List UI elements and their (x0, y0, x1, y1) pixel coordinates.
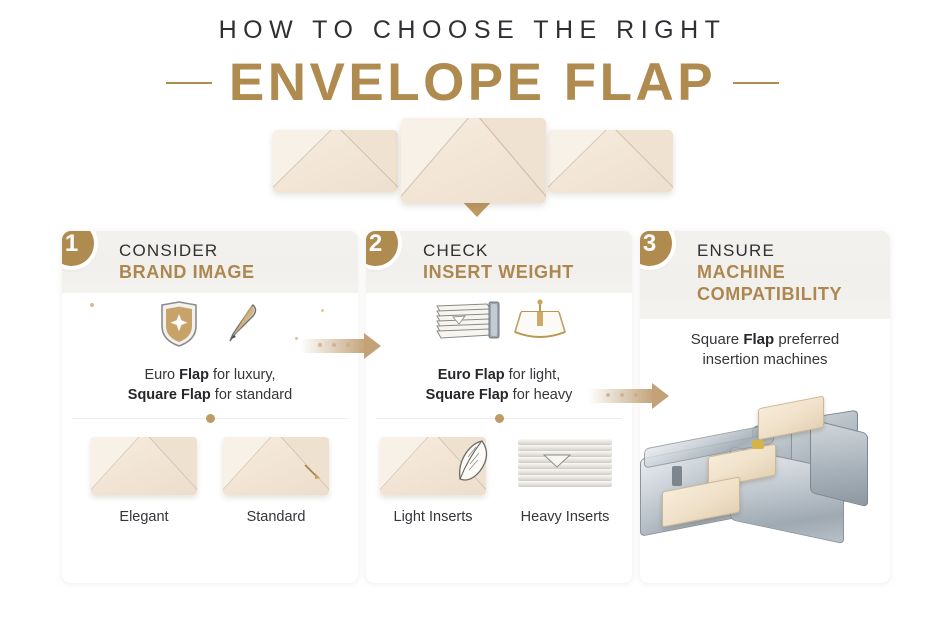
step-3-badge: 3 (640, 231, 672, 266)
step-2-header: 2 CHECK INSERT WEIGHT (366, 231, 632, 293)
scale-icon (514, 299, 566, 338)
step-3-stmt-l1a: Square (690, 331, 744, 348)
step-2-title-line2: INSERT WEIGHT (423, 262, 574, 282)
title-main-row: ENVELOPE FLAP (0, 56, 945, 109)
step-1-stmt-l2a: Square Flap (127, 386, 211, 403)
envelope-icon-center (401, 118, 546, 203)
step-2-stmt-l1b: Euro Flap (437, 367, 505, 383)
flap-mark-icon (542, 454, 572, 468)
step-3-stmt-l1b: Flap (743, 331, 775, 348)
arrow-step2-to-step3-icon (588, 383, 670, 409)
envelope-icon-left (273, 130, 398, 192)
example-standard-label: Standard (246, 509, 306, 525)
example-light-inserts[interactable]: Light Inserts (380, 437, 488, 526)
feather-icon (458, 440, 488, 481)
example-heavy-inserts[interactable]: Heavy Inserts (512, 437, 618, 526)
paper-stack-icon (436, 301, 500, 339)
example-light-inserts-label: Light Inserts (393, 509, 473, 525)
envelope-icon-sealed (223, 437, 329, 495)
step-1-stmt-l1c: for luxury, (208, 367, 276, 383)
step-card-2[interactable]: 2 CHECK INSERT WEIGHT (366, 231, 632, 583)
step-1-header: 1 CONSIDER BRAND IMAGE (62, 231, 358, 293)
step-card-1[interactable]: 1 CONSIDER BRAND IMAGE (62, 231, 358, 583)
step-1-statement: Euro Flap for luxury, Square Flap for st… (62, 366, 358, 405)
step-1-title-line2: BRAND IMAGE (119, 262, 255, 282)
shield-icon (161, 301, 197, 347)
step-2-body: Euro Flap for light, Square Flap for hea… (366, 293, 632, 418)
step-1-stmt-l2b: for standard (210, 386, 293, 403)
envelope-icon (91, 437, 197, 495)
step-3-stmt-l2b: insertion machines (702, 351, 828, 368)
step-3-statement: Square Flap preferred insertion machines (640, 330, 890, 370)
step-2-statement: Euro Flap for light, Square Flap for hea… (366, 366, 632, 405)
step-3-body: Square Flap preferred insertion machines (640, 319, 890, 418)
paper-stack-icon (518, 439, 612, 495)
step-2-badge: 2 (366, 231, 398, 266)
step-2-stmt-l1c: for light, (504, 367, 561, 383)
pen-icon (229, 304, 257, 342)
step-2-examples: Light Inserts Heavy Ins (366, 419, 632, 526)
step-2-stmt-l2b: for heavy (508, 386, 573, 403)
step-2-divider (376, 414, 622, 423)
step-1-body: Euro Flap for luxury, Square Flap for st… (62, 293, 358, 418)
example-elegant-label: Elegant (119, 509, 169, 525)
step-2-stmt-l2a: Square Flap (425, 386, 509, 403)
divider-dot (494, 414, 504, 423)
example-heavy-inserts-label: Heavy Inserts (520, 509, 610, 525)
example-standard[interactable]: Standard (223, 437, 329, 526)
step-1-badge: 1 (62, 231, 94, 266)
insertion-machine-illustration (634, 395, 890, 571)
envelope-icon-right (548, 130, 673, 192)
step-1-title-line1: CONSIDER (119, 241, 219, 260)
step-3-header: 3 ENSURE MACHINE COMPATIBILITY (640, 231, 890, 319)
step-1-icon-group (62, 293, 358, 355)
page-title: HOW TO CHOOSE THE RIGHT ENVELOPE FLAP (0, 18, 945, 109)
step-3-title-line1: ENSURE (697, 241, 776, 260)
step-1-examples: Elegant Standard (62, 419, 358, 526)
divider-dot (205, 414, 215, 423)
steps-container: 1 CONSIDER BRAND IMAGE (62, 231, 890, 583)
title-rule-right (733, 81, 780, 84)
step-2-title-line1: CHECK (423, 241, 489, 260)
title-rule-left (165, 81, 212, 84)
arrow-step1-to-step2-icon (300, 333, 382, 359)
title-line-1: HOW TO CHOOSE THE RIGHT (218, 16, 727, 44)
title-line-2: ENVELOPE FLAP (228, 53, 717, 112)
step-3-title-line2: MACHINE (697, 262, 786, 282)
step-1-stmt-l1b: Flap (179, 367, 209, 383)
step-3-stmt-l1c: preferred (774, 331, 840, 348)
step-1-divider (72, 414, 348, 423)
step-2-icon-group (366, 293, 632, 355)
step-3-title-line3: COMPATIBILITY (697, 284, 843, 304)
example-elegant[interactable]: Elegant (91, 437, 197, 526)
wax-seal-icon (304, 464, 320, 479)
hero-envelope-group (273, 118, 673, 208)
step-1-stmt-l1a: Euro (144, 367, 180, 383)
